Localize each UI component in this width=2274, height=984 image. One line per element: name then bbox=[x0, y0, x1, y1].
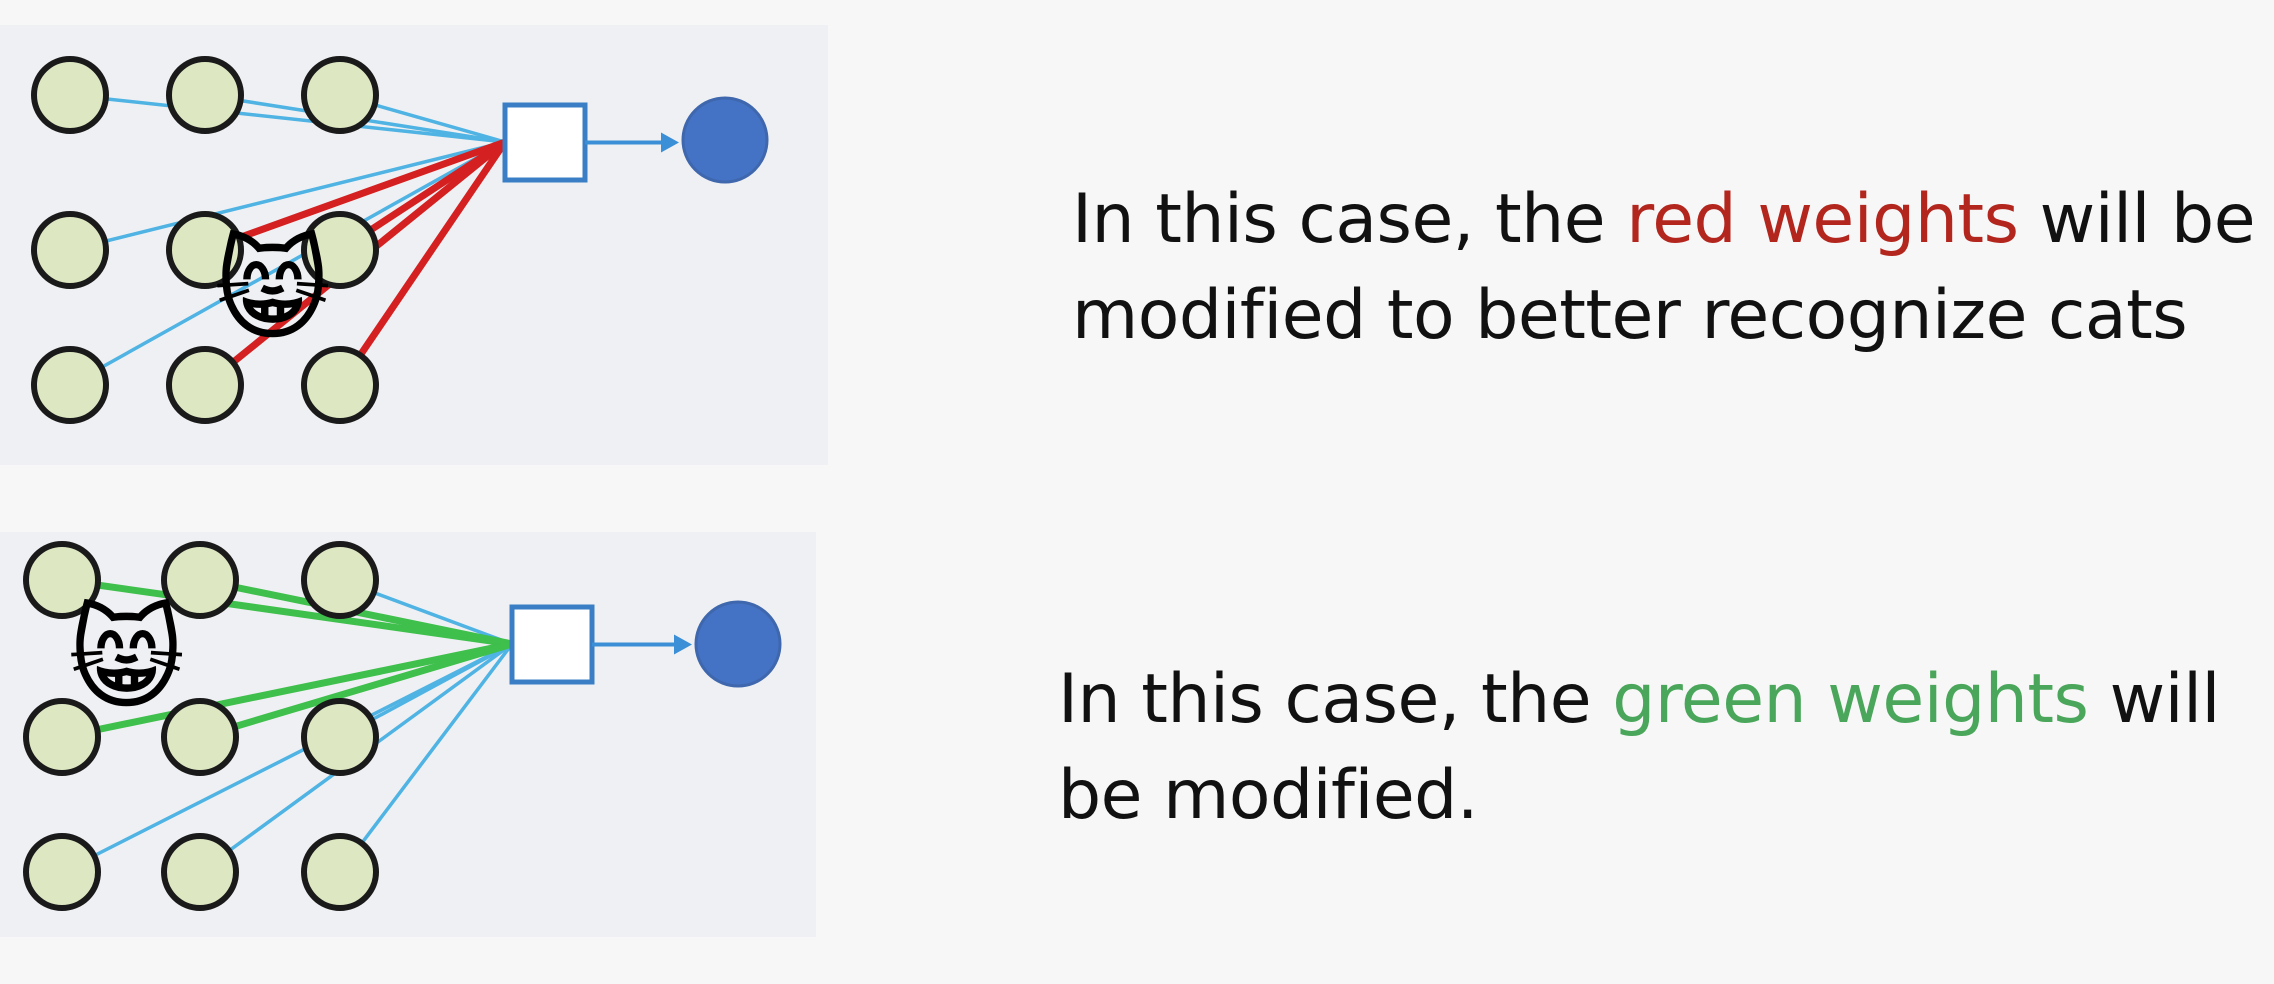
input-node bbox=[23, 833, 101, 911]
network-diagram-top: 😸 bbox=[0, 25, 828, 465]
caption-top: In this case, the red weights will be mo… bbox=[1072, 172, 2262, 364]
highlighted-weight-line bbox=[336, 138, 509, 389]
sum-box bbox=[509, 604, 595, 685]
input-node bbox=[161, 698, 239, 776]
highlighted-weight-line bbox=[58, 640, 516, 741]
output-node bbox=[681, 96, 769, 184]
input-node bbox=[301, 346, 379, 424]
input-node bbox=[301, 833, 379, 911]
caption-suffix: will be modified. bbox=[1058, 660, 2220, 835]
highlighted-weight-line bbox=[201, 138, 509, 254]
input-node bbox=[161, 833, 239, 911]
network-svg-bottom bbox=[23, 541, 782, 911]
cat-emoji-icon: 😸 bbox=[68, 595, 185, 725]
weight-line bbox=[68, 93, 507, 144]
caption-highlight-red: red weights bbox=[1626, 180, 2019, 259]
input-node bbox=[161, 541, 239, 619]
network-svg-top bbox=[31, 56, 769, 424]
sum-box bbox=[502, 102, 588, 183]
caption-suffix: will be modified to better recognize cat… bbox=[1072, 180, 2256, 355]
nodes-group bbox=[23, 541, 782, 911]
cat-emoji-icon: 😸 bbox=[214, 226, 331, 356]
input-node bbox=[31, 56, 109, 134]
input-node bbox=[166, 346, 244, 424]
nodes-group bbox=[31, 56, 769, 424]
weight-line bbox=[68, 140, 507, 387]
input-node bbox=[301, 698, 379, 776]
input-node bbox=[166, 56, 244, 134]
network-diagram-bottom: 😸 bbox=[0, 532, 816, 937]
input-node bbox=[301, 56, 379, 134]
input-node bbox=[166, 211, 244, 289]
input-node bbox=[301, 211, 379, 289]
weight-line bbox=[338, 642, 514, 874]
output-arrowhead bbox=[674, 634, 692, 655]
highlighted-weight-line bbox=[58, 576, 516, 648]
input-node bbox=[301, 541, 379, 619]
caption-highlight-green: green weights bbox=[1612, 660, 2089, 739]
weights-group bbox=[58, 576, 516, 874]
input-node bbox=[23, 541, 101, 619]
input-node bbox=[23, 698, 101, 776]
weight-line bbox=[68, 140, 507, 252]
caption-bottom: In this case, the green weights will be … bbox=[1058, 652, 2248, 844]
caption-prefix: In this case, the bbox=[1058, 660, 1613, 739]
output-arrowhead bbox=[661, 132, 679, 153]
output-node bbox=[694, 600, 782, 688]
caption-prefix: In this case, the bbox=[1072, 180, 1627, 259]
input-node bbox=[31, 211, 109, 289]
input-node bbox=[31, 346, 109, 424]
weight-line bbox=[60, 642, 514, 874]
highlighted-weight-line bbox=[196, 640, 516, 741]
